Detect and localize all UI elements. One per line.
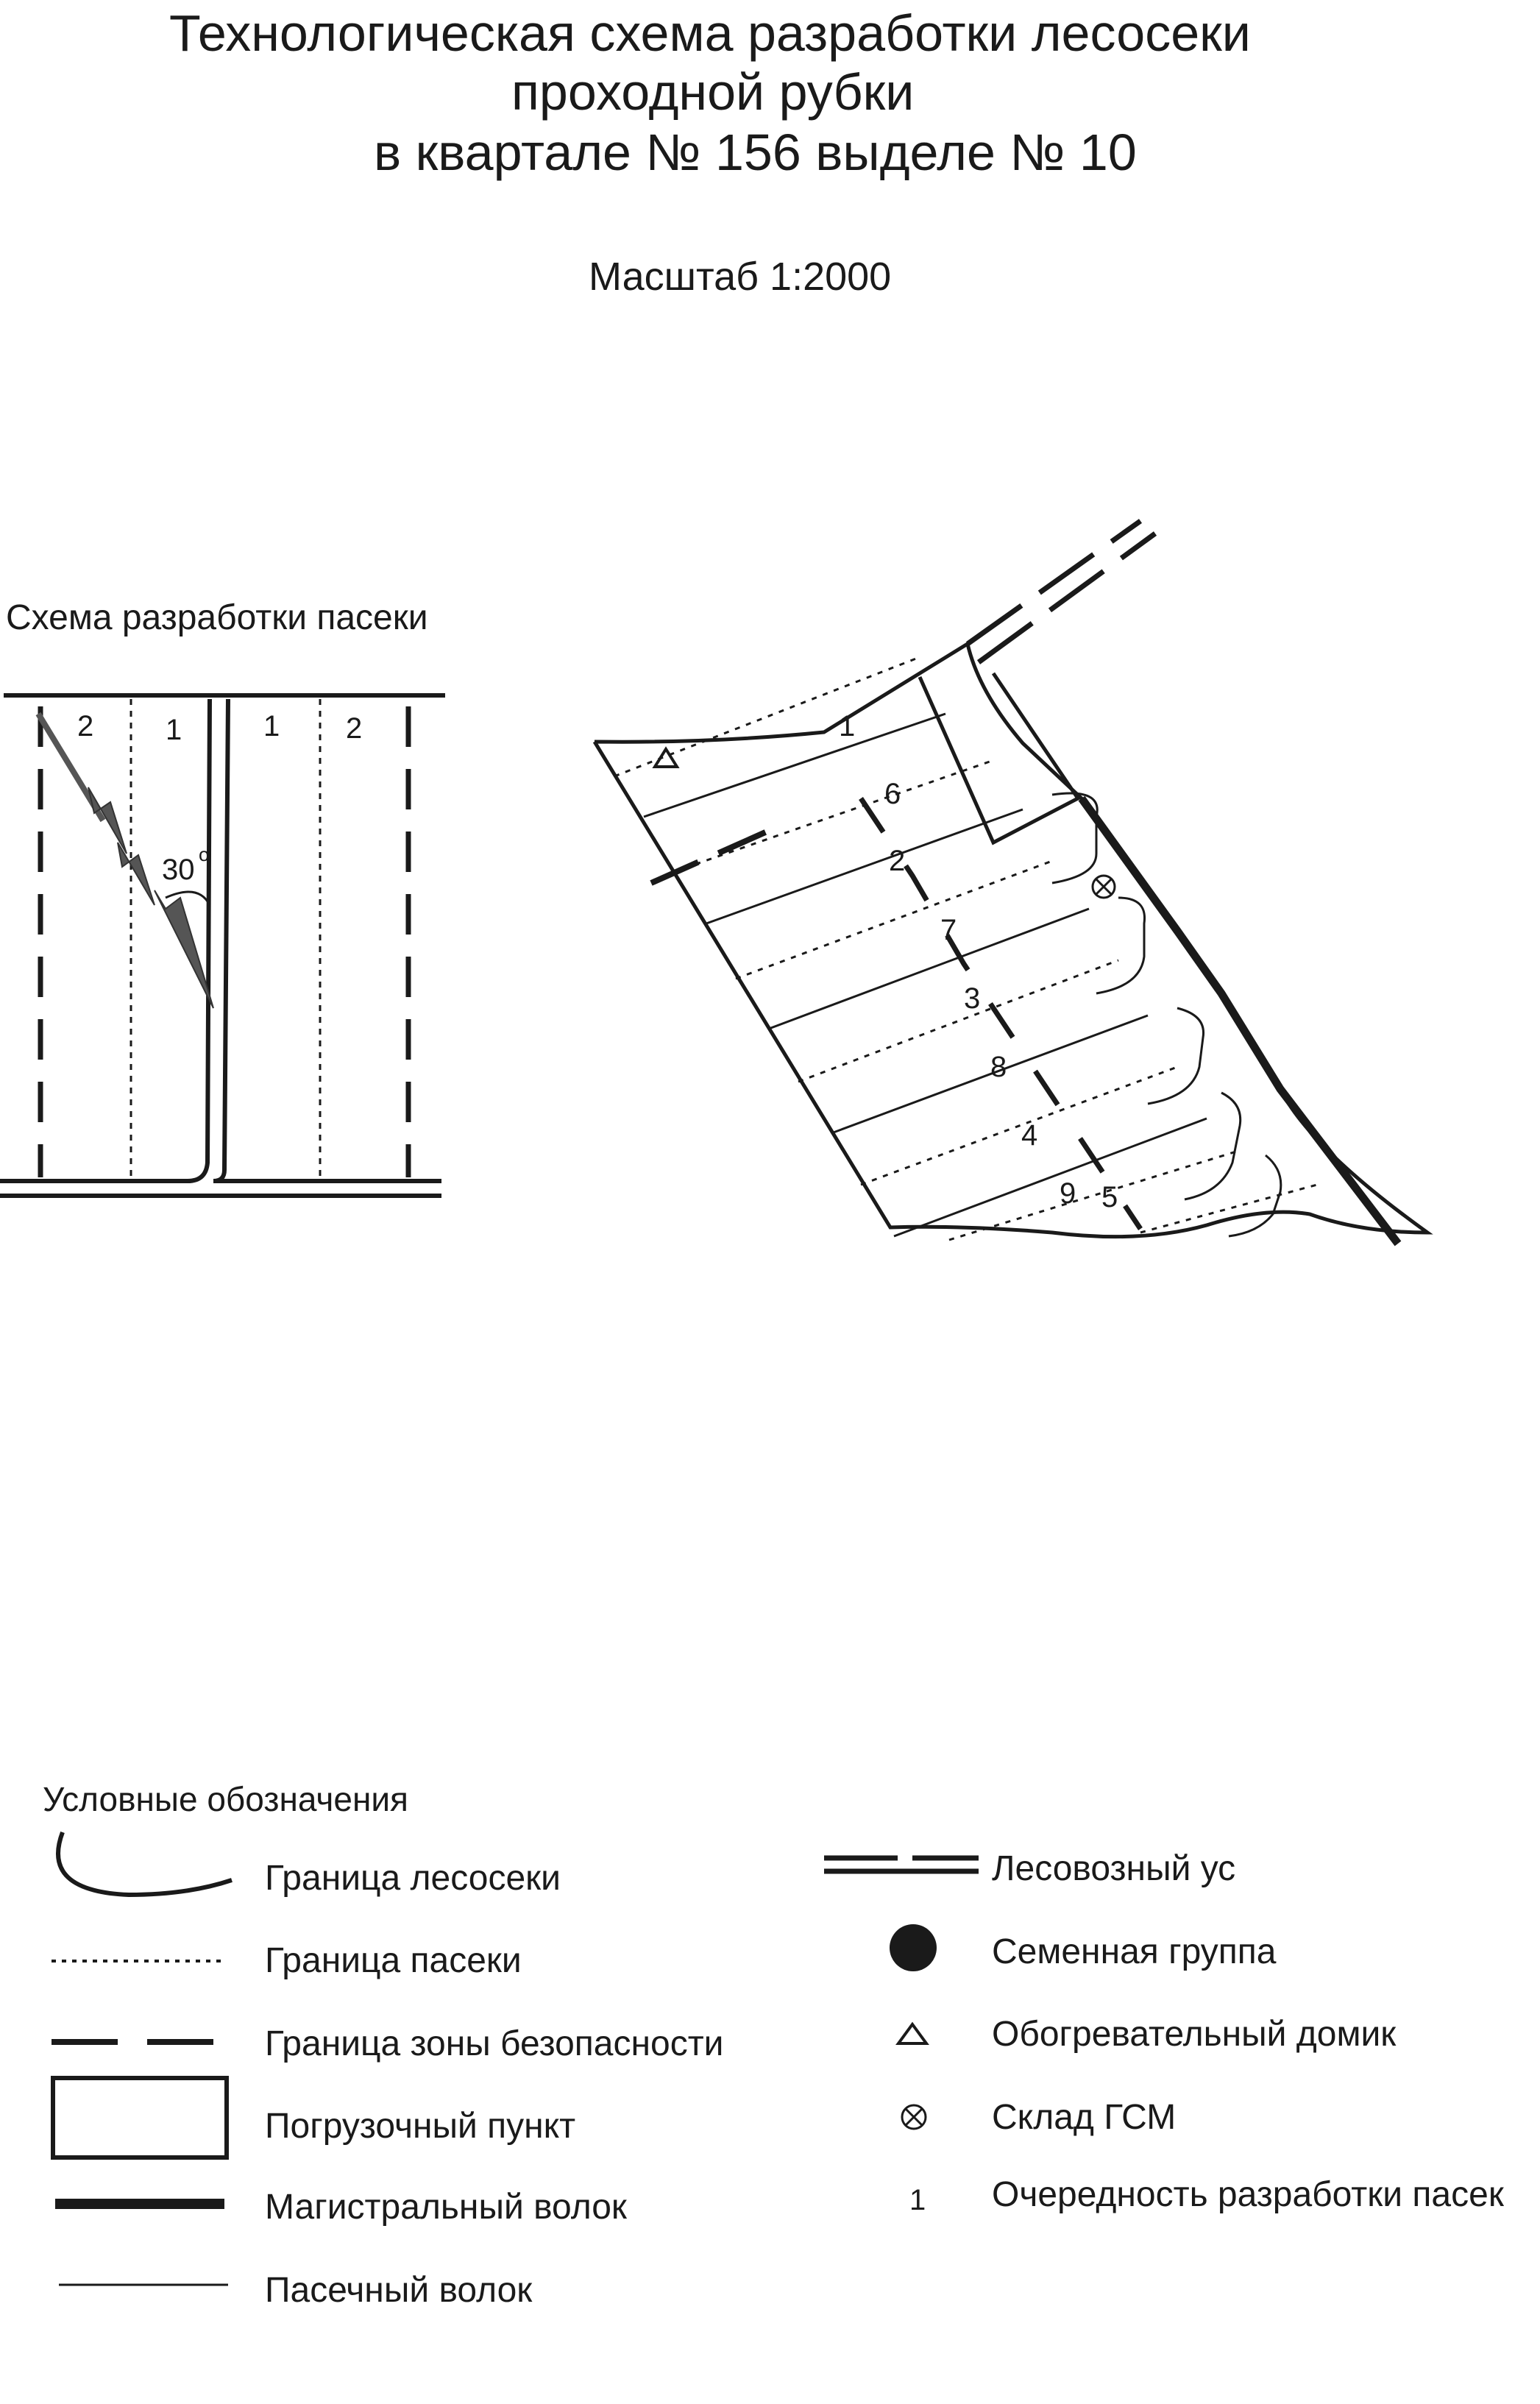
zone-label-left-2: 2 <box>77 710 93 742</box>
cutting-area-boundary <box>592 641 1433 1239</box>
fuel-storage-icon <box>1091 874 1116 899</box>
pasek-scheme-title: Схема разработки пасеки <box>6 598 428 637</box>
main-skid-right <box>213 698 230 1183</box>
legend-label-pasek-boundary: Граница пасеки <box>265 1941 522 1980</box>
strip-number-4: 4 <box>1021 1119 1037 1152</box>
legend-label-strip-order: Очередность разработки пасек <box>992 2175 1504 2214</box>
legend-label-logging-road: Лесовозный ус <box>992 1849 1236 1888</box>
zone-label-right-2: 2 <box>346 712 362 745</box>
title-line-2: проходной рубки <box>511 63 915 121</box>
cutting-area-plot: 1 6 2 7 3 8 4 9 5 <box>592 519 1433 1247</box>
legend-label-loading-point: Погрузочный пункт <box>265 2107 576 2146</box>
strip-number-8: 8 <box>990 1051 1007 1083</box>
pasek-boundaries <box>614 657 1318 1241</box>
loading-point <box>918 672 1081 845</box>
legend-label-pasek-skid: Пасечный волок <box>265 2271 533 2310</box>
title-line-3: в квартале № 156 выделе № 10 <box>374 124 1137 181</box>
zone-label-left-1: 1 <box>166 714 182 746</box>
angle-arc <box>165 890 211 906</box>
strip-number-6: 6 <box>884 778 901 810</box>
circle-cross-icon <box>901 2104 927 2130</box>
rectangle-icon <box>51 2076 229 2160</box>
triangle-icon <box>895 2021 929 2045</box>
strip-ends <box>1051 792 1282 1238</box>
zone-label-right-1: 1 <box>263 710 280 742</box>
angle-label: 30 <box>162 854 195 886</box>
thick-line-icon <box>55 2199 224 2209</box>
legend-title: Условные обозначения <box>43 1780 408 1818</box>
strip-number-2: 2 <box>889 845 905 877</box>
legend-label-fuel-storage: Склад ГСМ <box>992 2098 1177 2137</box>
strip-number-9: 9 <box>1060 1177 1076 1210</box>
strip-number-5: 5 <box>1101 1181 1118 1213</box>
boundary-curve-icon <box>56 1831 233 1898</box>
scale-label: Масштаб 1:2000 <box>589 255 892 299</box>
dotted-line-icon <box>52 1960 221 1962</box>
safety-zone-boundary <box>650 821 785 886</box>
main-skid-centerline <box>859 797 1143 1230</box>
legend-label-main-skid: Магистральный волок <box>265 2188 627 2227</box>
pasek-scheme-diagram: 30 o 2 1 1 2 <box>0 693 445 1198</box>
strip-number-7: 7 <box>940 914 957 946</box>
thin-line-icon <box>59 2283 228 2286</box>
main-skid-left <box>0 698 212 1183</box>
degree-mark: o <box>199 843 209 865</box>
legend-label-seed-group: Семенная группа <box>992 1932 1277 1971</box>
legend-label-warming-house: Обогревательный домик <box>992 2015 1397 2054</box>
logging-road-spur <box>965 519 1157 664</box>
legend-label-boundary: Граница лесосеки <box>265 1859 561 1898</box>
double-dashed-line-icon <box>824 1855 979 1874</box>
strip-number-1: 1 <box>839 710 855 742</box>
felling-direction-arrow <box>35 712 214 1009</box>
title-line-1: Технологическая схема разработки лесосек… <box>169 4 1251 62</box>
legend-label-safety-zone: Граница зоны безопасности <box>265 2024 724 2063</box>
pasek-skid-trails <box>643 712 1207 1238</box>
number-icon: 1 <box>909 2184 926 2216</box>
main-skid-trail <box>1078 795 1402 1247</box>
dashed-line-icon <box>52 2039 221 2045</box>
strip-number-3: 3 <box>964 982 980 1015</box>
warming-house-icon <box>652 746 680 768</box>
filled-circle-icon <box>890 1924 937 1971</box>
